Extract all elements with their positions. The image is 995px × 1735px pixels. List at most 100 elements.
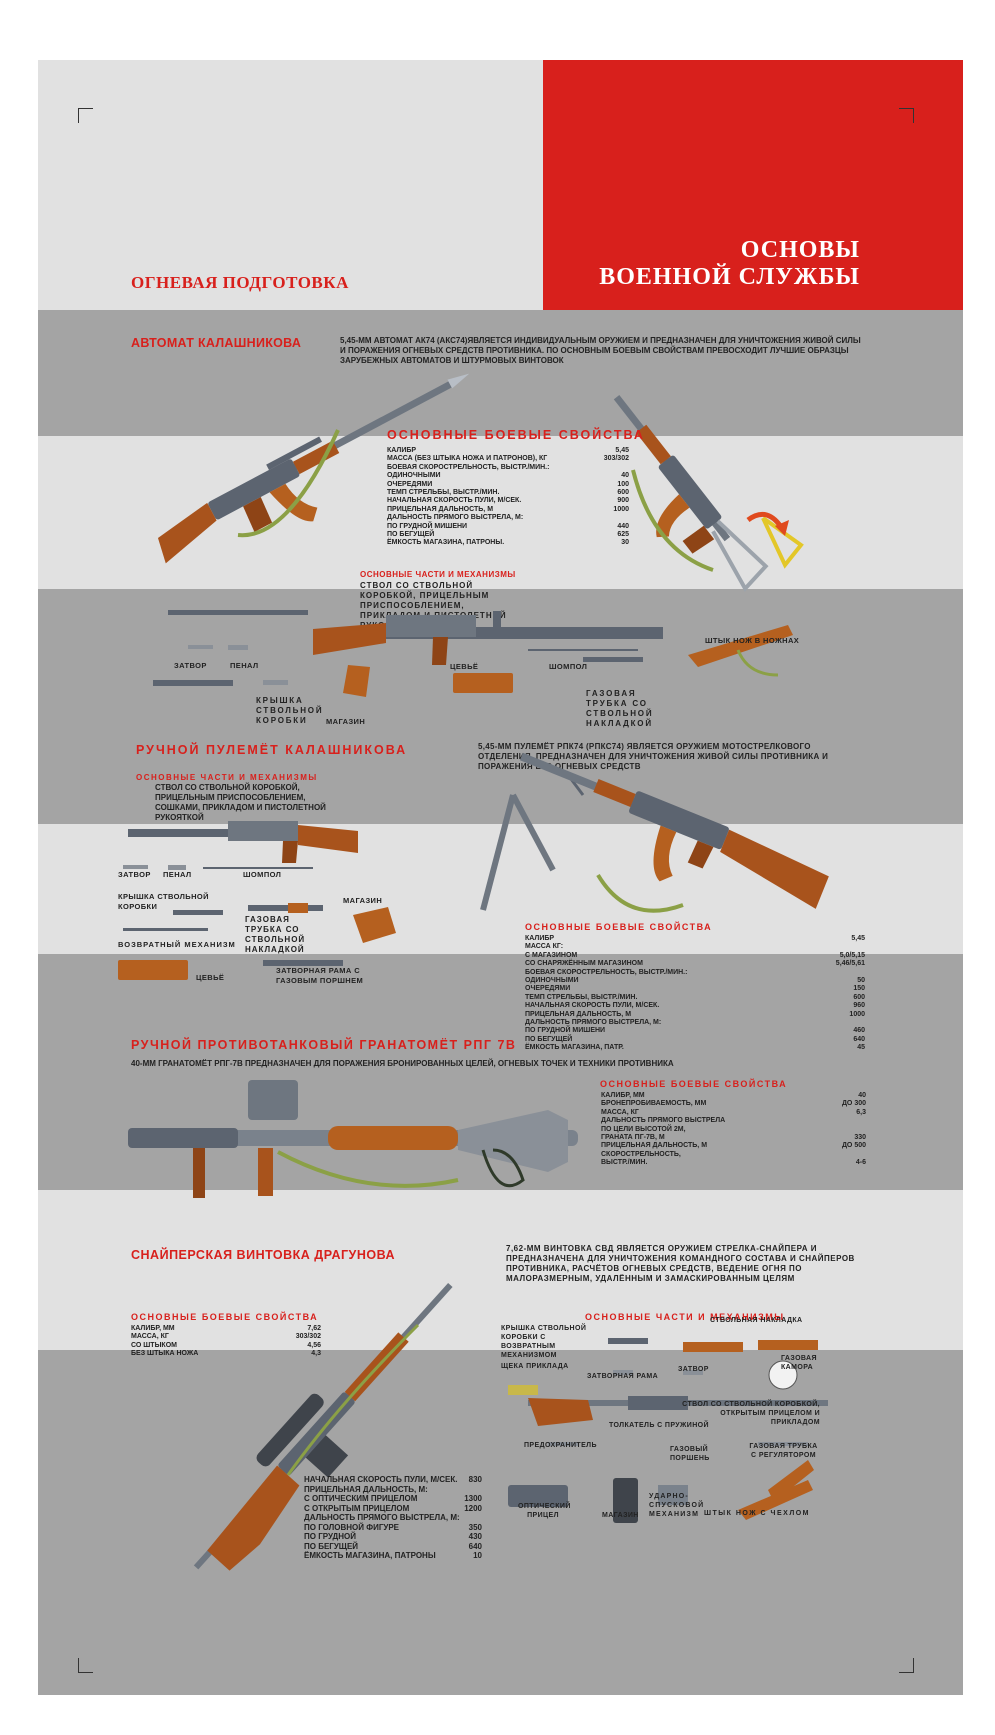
spec-value: 5,45 (851, 935, 865, 942)
spec-value: 900 (617, 497, 629, 505)
rpk-parts-title: ОСНОВНЫЕ ЧАСТИ И МЕХАНИЗМЫ (136, 773, 318, 782)
spec-label: МАССА, КГ (601, 1108, 639, 1116)
spec-label: ПО ГРУДНОЙ (304, 1532, 356, 1541)
spec-value: ДО 500 (841, 1142, 866, 1150)
spec-value: 30 (621, 539, 629, 547)
spec-row: БРОНЕПРОБИВАЕМОСТЬ, ММ ДО 300 (601, 1100, 866, 1108)
svd-label-scope: ОПТИЧЕСКИЙ ПРИЦЕЛ (518, 1503, 571, 1519)
crop-mark (899, 108, 914, 123)
spec-value: 7,62 (307, 1325, 321, 1332)
ak-title: АВТОМАТ КАЛАШНИКОВА (131, 336, 302, 350)
svd-label-cheek: ЩЕКА ПРИКЛАДА (501, 1363, 569, 1370)
spec-label: БРОНЕПРОБИВАЕМОСТЬ, ММ (601, 1100, 707, 1108)
spec-value: 640 (468, 1541, 482, 1551)
crop-mark (78, 108, 93, 123)
spec-value: 440 (617, 522, 629, 530)
rpg-image (128, 1080, 578, 1198)
spec-label: ДАЛЬНОСТЬ ПРЯМОГО ВЫСТРЕЛА, М: (304, 1513, 460, 1522)
spec-value: 10 (473, 1551, 482, 1560)
spec-row: СКОРОСТРЕЛЬНОСТЬ, (601, 1151, 866, 1159)
spec-label: ЁМКОСТЬ МАГАЗИНА, ПАТРОНЫ. (387, 539, 505, 547)
svd-title: СНАЙПЕРСКАЯ ВИНТОВКА ДРАГУНОВА (131, 1248, 396, 1262)
subject-title: ОГНЕВАЯ ПОДГОТОВКА (131, 273, 349, 292)
svd-label-gas-tube: ГАЗОВАЯ ТРУБКА С РЕГУЛЯТОРОМ (749, 1443, 818, 1459)
ak-label-rod: ШОМПОЛ (549, 662, 588, 671)
spec-row: СО ШТЫКОМ 4,56 (131, 1342, 321, 1350)
spec-value: 5,46/5,61 (835, 960, 865, 968)
rpg-description: 40-ММ ГРАНАТОМЁТ РПГ-7В ПРЕДНАЗНАЧЕН ДЛЯ… (131, 1059, 674, 1068)
spec-value: 5,0/5,15 (839, 951, 865, 959)
spec-value: 1000 (849, 1010, 865, 1018)
svd-image (193, 1283, 453, 1571)
spec-label: НАЧАЛЬНАЯ СКОРОСТЬ ПУЛИ, М/СЕК. (525, 1002, 660, 1010)
spec-label: ПРИЦЕЛЬНАЯ ДАЛЬНОСТЬ, М: (304, 1484, 428, 1494)
ak-rifle-image (157, 373, 470, 564)
ak-parts-title: ОСНОВНЫЕ ЧАСТИ И МЕХАНИЗМЫ (360, 570, 516, 579)
ak-label-bolt: ЗАТВОР (174, 661, 207, 670)
spec-value: 40 (858, 1092, 866, 1099)
spec-value: 50 (857, 977, 865, 985)
poster: ОГНЕВАЯ ПОДГОТОВКА ОСНОВЫ ВОЕННОЙ СЛУЖБЫ… (38, 60, 963, 1695)
spec-label: СО ШТЫКОМ (131, 1341, 177, 1349)
spec-value: 640 (853, 1035, 865, 1043)
spec-label: С ОТКРЫТЫМ ПРИЦЕЛОМ (304, 1503, 410, 1513)
spec-row: ПО ГОЛОВНОЙ ФИГУРЕ 350 (304, 1523, 482, 1533)
spec-label: НАЧАЛЬНАЯ СКОРОСТЬ ПУЛИ, М/СЕК. (387, 497, 522, 505)
spec-label: НАЧАЛЬНАЯ СКОРОСТЬ ПУЛИ, М/СЕК. (304, 1475, 458, 1484)
spec-label: С МАГАЗИНОМ (525, 951, 578, 959)
rpg-specs-title: ОСНОВНЫЕ БОЕВЫЕ СВОЙСТВА (600, 1079, 788, 1089)
spec-value: 4-6 (855, 1159, 866, 1167)
rpg-title: РУЧНОЙ ПРОТИВОТАНКОВЫЙ ГРАНАТОМЁТ РПГ 7В (131, 1038, 517, 1052)
spec-value: 350 (468, 1522, 482, 1532)
ak-label-cover: КРЫШКА СТВОЛЬНОЙ КОРОБКИ (256, 696, 324, 725)
spec-value: 6,3 (856, 1108, 866, 1116)
svd-specs-title: ОСНОВНЫЕ БОЕВЫЕ СВОЙСТВА (131, 1312, 319, 1322)
ak-label-gas-tube: ГАЗОВАЯ ТРУБКА СО СТВОЛЬНОЙ НАКЛАДКОЙ (586, 689, 654, 728)
spec-row: ТЕМП СТРЕЛЬБЫ, ВЫСТР./МИН.600 (525, 994, 865, 1002)
spec-row: МАССА КГ: (525, 943, 865, 951)
spec-label: ПО ГРУДНОЙ МИШЕНИ (387, 522, 468, 530)
spec-value: 960 (853, 1002, 865, 1010)
spec-label: ТЕМП СТРЕЛЬБЫ, ВЫСТР./МИН. (525, 993, 638, 1001)
spec-label: БОЕВАЯ СКОРОСТРЕЛЬНОСТЬ, ВЫСТР./МИН.: (525, 968, 688, 976)
header-left-panel (38, 60, 543, 310)
spec-value: 330 (854, 1134, 866, 1142)
svd-parts-title: ОСНОВНЫЕ ЧАСТИ И МЕХАНИЗМЫ (585, 1312, 785, 1322)
spec-value: 303/302 (295, 1333, 321, 1341)
spec-label: ПО БЕГУЩЕЙ (525, 1035, 573, 1043)
spec-label: ПО ЦЕЛИ ВЫСОТОЙ 2М, (601, 1125, 686, 1133)
svd-label-piston: ГАЗОВЫЙ ПОРШЕНЬ (670, 1446, 710, 1462)
svd-label-gas-chamber: ГАЗОВАЯ КАМОРА (781, 1355, 817, 1371)
spec-row: ПО ЦЕЛИ ВЫСОТОЙ 2М, (601, 1126, 866, 1134)
rpk-label-carrier: ЗАТВОРНАЯ РАМА С ГАЗОВЫМ ПОРШНЕМ (276, 966, 364, 985)
rpk-label-cover: КРЫШКА СТВОЛЬНОЙ КОРОБКИ (118, 892, 209, 911)
svd-label-carrier: ЗАТВОРНАЯ РАМА (587, 1373, 659, 1380)
spec-label: СКОРОСТРЕЛЬНОСТЬ, (601, 1150, 681, 1158)
spec-value: ДО 300 (841, 1100, 866, 1108)
spec-value: 4,3 (311, 1350, 321, 1358)
spec-value: 625 (617, 531, 629, 539)
spec-value: 430 (468, 1532, 482, 1541)
spec-label: МАССА (БЕЗ ШТЫКА НОЖА И ПАТРОНОВ), КГ (387, 455, 548, 463)
spec-row: ДАЛЬНОСТЬ ПРЯМОГО ВЫСТРЕЛА, М: (387, 514, 629, 522)
spec-label: ПО ГОЛОВНОЙ ФИГУРЕ (304, 1522, 399, 1532)
spec-row: ДАЛЬНОСТЬ ПРЯМОГО ВЫСТРЕЛА (601, 1117, 866, 1125)
spec-row: МАССА, КГ 6,3 (601, 1109, 866, 1117)
spec-value: 5,45 (615, 447, 629, 454)
svd-label-bolt: ЗАТВОР (678, 1366, 709, 1373)
spec-value: 4,56 (307, 1341, 321, 1349)
spec-label: МАССА КГ: (525, 943, 564, 951)
ak-description: 5,45-ММ АВТОМАТ АК74 (АКС74)ЯВЛЯЕТСЯ ИНД… (340, 336, 861, 365)
rpk-label-case: ПЕНАЛ (163, 870, 192, 879)
